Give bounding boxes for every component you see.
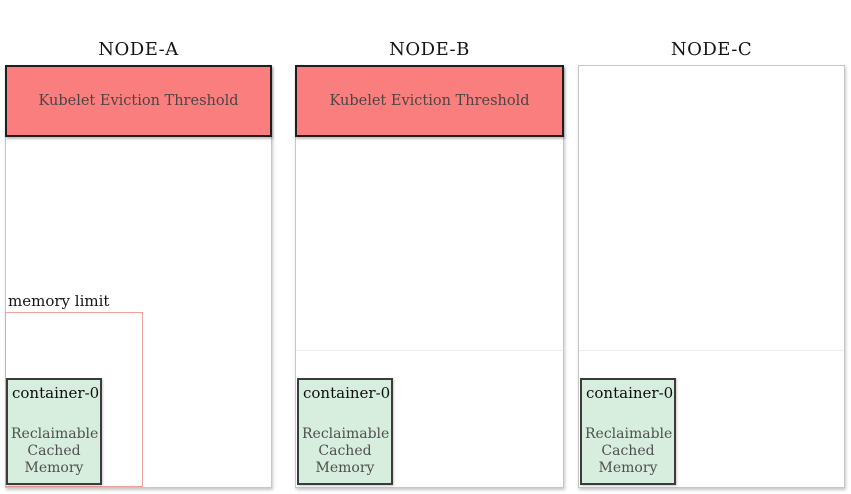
node-b-memory-seam-line	[296, 350, 563, 351]
node-a-memory-limit-label: memory limit	[8, 292, 110, 310]
node-b-container-name: container-0	[303, 384, 391, 402]
node-c-memory-seam-line	[579, 350, 844, 351]
node-a-title: NODE-A	[98, 39, 179, 60]
node-a-memory-limit-box	[5, 312, 143, 487]
node-b-box: Kubelet Eviction Threshold container-0 R…	[295, 65, 564, 488]
node-b-container-box: container-0 Reclaimable Cached Memory	[297, 378, 393, 485]
node-b-container-description: Reclaimable Cached Memory	[302, 426, 390, 476]
node-c-title: NODE-C	[670, 39, 753, 60]
node-c-container-description: Reclaimable Cached Memory	[585, 426, 673, 476]
node-a-container-description: Reclaimable Cached Memory	[11, 426, 99, 476]
node-c-box: container-0 Reclaimable Cached Memory	[578, 65, 845, 488]
node-a-box: Kubelet Eviction Threshold memory limit …	[5, 65, 272, 488]
node-b-eviction-threshold-band: Kubelet Eviction Threshold	[295, 65, 564, 137]
node-a-eviction-threshold-band: Kubelet Eviction Threshold	[5, 65, 272, 137]
node-b-title: NODE-B	[389, 39, 470, 60]
node-a-container-box: container-0 Reclaimable Cached Memory	[6, 378, 102, 485]
node-c-container-box: container-0 Reclaimable Cached Memory	[580, 378, 676, 485]
node-c-container-name: container-0	[586, 384, 674, 402]
node-a-container-name: container-0	[12, 384, 100, 402]
